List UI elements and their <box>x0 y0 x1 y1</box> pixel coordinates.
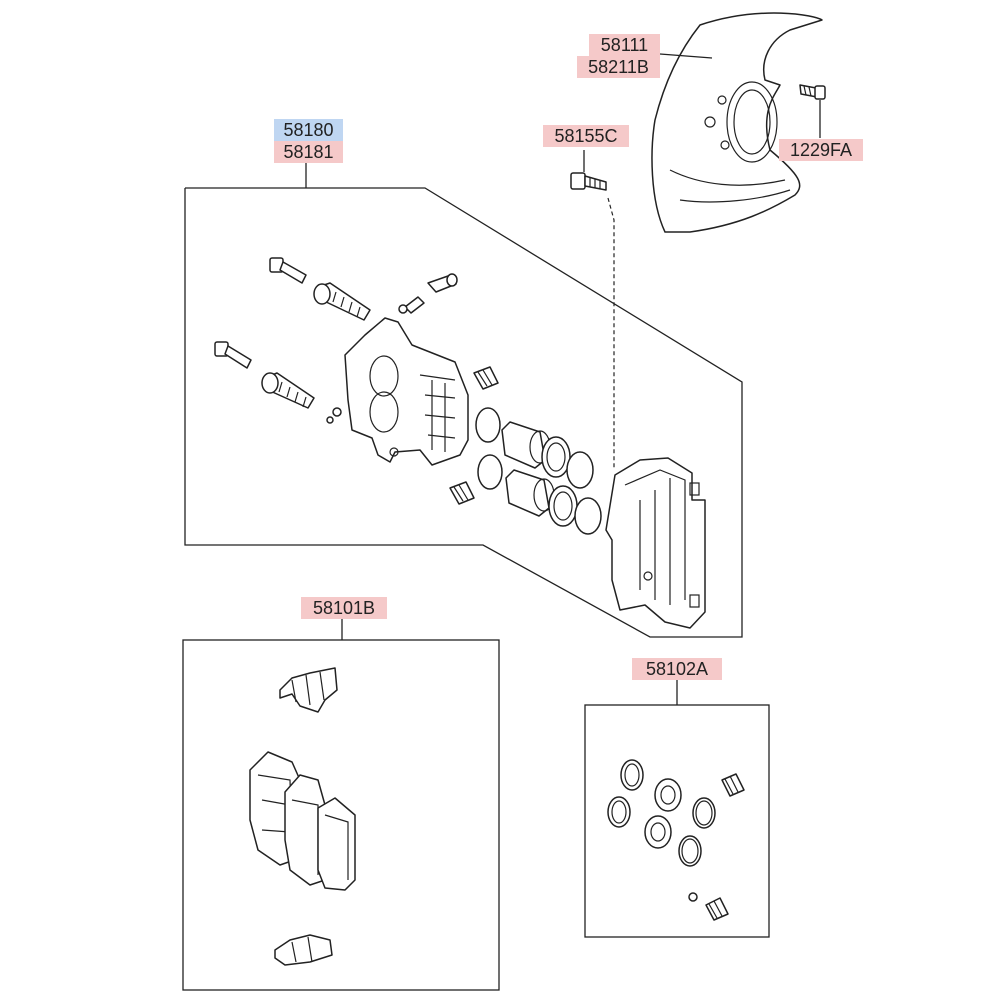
label-58102a[interactable]: 58102A <box>632 658 722 680</box>
screw-1229fa[interactable] <box>799 84 826 100</box>
label-58101b[interactable]: 58101B <box>301 597 387 619</box>
bolt-58155c[interactable] <box>570 172 607 191</box>
label-58155c[interactable]: 58155C <box>543 125 629 147</box>
label-58180[interactable]: 58180 <box>274 119 343 141</box>
label-1229fa[interactable]: 1229FA <box>779 139 863 161</box>
label-58111[interactable]: 58111 <box>589 34 660 56</box>
label-58211b[interactable]: 58211B <box>577 56 660 78</box>
dust-shield[interactable] <box>651 12 823 233</box>
label-58181[interactable]: 58181 <box>274 141 343 163</box>
seal-kit-parts[interactable] <box>607 759 745 921</box>
pad-kit-parts[interactable] <box>249 667 356 966</box>
caliper-parts[interactable] <box>214 257 706 629</box>
